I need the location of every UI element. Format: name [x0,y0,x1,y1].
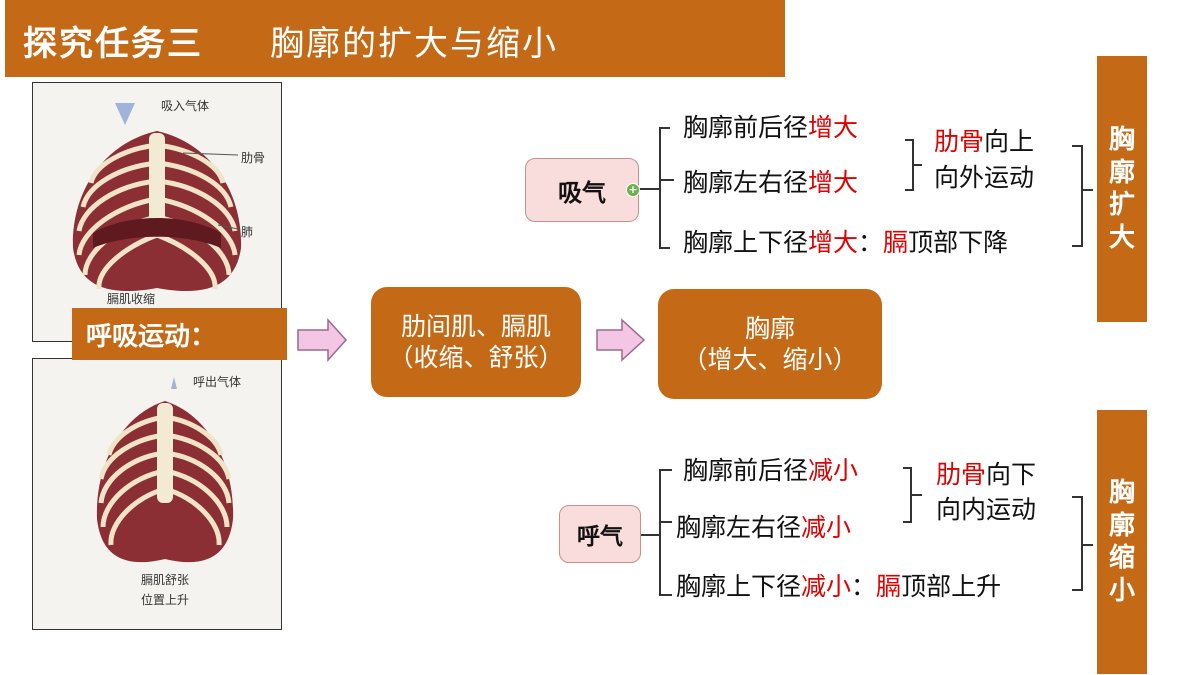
ribcage-inhale-image: 吸入气体 肋骨 肺 膈肌收缩 [32,82,282,342]
arrow-right-icon [596,318,646,362]
exhale-row-1-highlight: 减小 [808,456,859,485]
exhale-row-3-colon: ： [851,572,877,601]
ribcage-exhale-image: 呼出气体 膈肌舒张 位置上升 [32,358,282,630]
chest-expand-label: 胸 廓 扩 大 [1097,56,1147,322]
inhale-row-2: 胸廓左右径增大 [683,163,858,199]
inhale-row-3-highlight: 增大 [808,228,859,257]
side-char: 大 [1108,222,1135,253]
chest-box: 胸廓 （增大、缩小） [658,289,882,399]
exhale-node[interactable]: 呼气 [559,505,641,563]
inhale-air-label: 吸入气体 [161,99,210,113]
inhale-row-1: 胸廓前后径增大 [683,108,858,144]
ribcage-inhale-illustration [72,103,242,292]
exhale-label: 呼气 [577,524,623,550]
inhale-node[interactable]: 吸气 + [525,158,640,222]
exhale-diaphragm-red: 膈 [876,572,902,601]
chest-shrink-label: 胸 廓 缩 小 [1097,410,1147,674]
exhale-rib-dir: 向下 [986,460,1037,489]
rib-label: 肋骨 [241,151,266,165]
expand-plus-icon[interactable]: + [626,183,640,197]
title-left: 探究任务三 [23,24,203,64]
inhale-row-3-colon: ： [858,228,884,257]
exhale-air-label: 呼出气体 [193,375,242,389]
side-char: 廓 [1108,510,1135,541]
inhale-row-2-text: 胸廓左右径 [683,168,809,197]
chest-box-line2: （增大、缩小） [682,345,858,374]
inhale-rib-dir: 向上 [984,127,1035,156]
exhale-row-1-text: 胸廓前后径 [683,456,809,485]
side-char: 廓 [1108,157,1135,188]
side-char: 胸 [1108,125,1135,155]
exhale-row-2: 胸廓左右径减小 [676,508,851,544]
exhale-diaphragm-text: 顶部上升 [901,572,1002,601]
inhale-row-2-highlight: 增大 [808,168,859,197]
arrow-right-icon [297,318,348,362]
chest-box-line1: 胸廓 [744,313,795,343]
exhale-row-3-text: 胸廓上下径 [676,572,802,601]
muscle-box-line2: （收缩、舒张） [388,343,564,372]
side-char: 胸 [1108,478,1135,508]
exhale-rib-red: 肋骨 [936,460,987,489]
side-char: 小 [1108,575,1135,606]
exhale-row-3: 胸廓上下径减小：膈顶部上升 [676,567,1001,603]
inhale-row-1-highlight: 增大 [808,113,859,142]
exhale-row-3-highlight: 减小 [801,572,852,601]
ribcage-exhale-illustration [96,377,234,563]
inhale-rib-line2: 向外运动 [934,163,1035,192]
inhale-diaphragm-text: 顶部下降 [908,228,1009,257]
exhale-rib-line2: 向内运动 [936,495,1037,524]
muscle-box: 肋间肌、膈肌 （收缩、舒张） [371,287,581,397]
inhale-diaphragm-red: 膈 [883,228,909,257]
exhale-row-1: 胸廓前后径减小 [683,451,858,487]
inhale-rib-red: 肋骨 [934,127,985,156]
exhale-rib-line1: 肋骨向下 [936,455,1036,491]
side-char: 扩 [1108,190,1135,220]
diaphragm-rise-label: 位置上升 [141,593,190,607]
inhale-label: 吸气 [558,178,606,207]
exhale-row-2-text: 胸廓左右径 [676,513,802,542]
breathing-movement-label: 呼吸运动： [72,308,287,360]
title-bar: 探究任务三 胸廓的扩大与缩小 [5,0,785,77]
diaphragm-relax-label: 膈肌舒张 [141,573,190,587]
diaphragm-contract-label: 膈肌收缩 [107,292,156,306]
muscle-box-line1: 肋间肌、膈肌 [400,311,551,341]
inhale-row-1-text: 胸廓前后径 [683,113,809,142]
page-title: 胸廓的扩大与缩小 [270,24,558,64]
side-char: 缩 [1108,543,1135,573]
inhale-row-3-text: 胸廓上下径 [683,228,809,257]
exhale-row-2-highlight: 减小 [801,513,852,542]
lung-label: 肺 [241,225,254,239]
inhale-rib-line1: 肋骨向上 [934,122,1034,158]
inhale-row-3: 胸廓上下径增大：膈顶部下降 [683,223,1008,259]
